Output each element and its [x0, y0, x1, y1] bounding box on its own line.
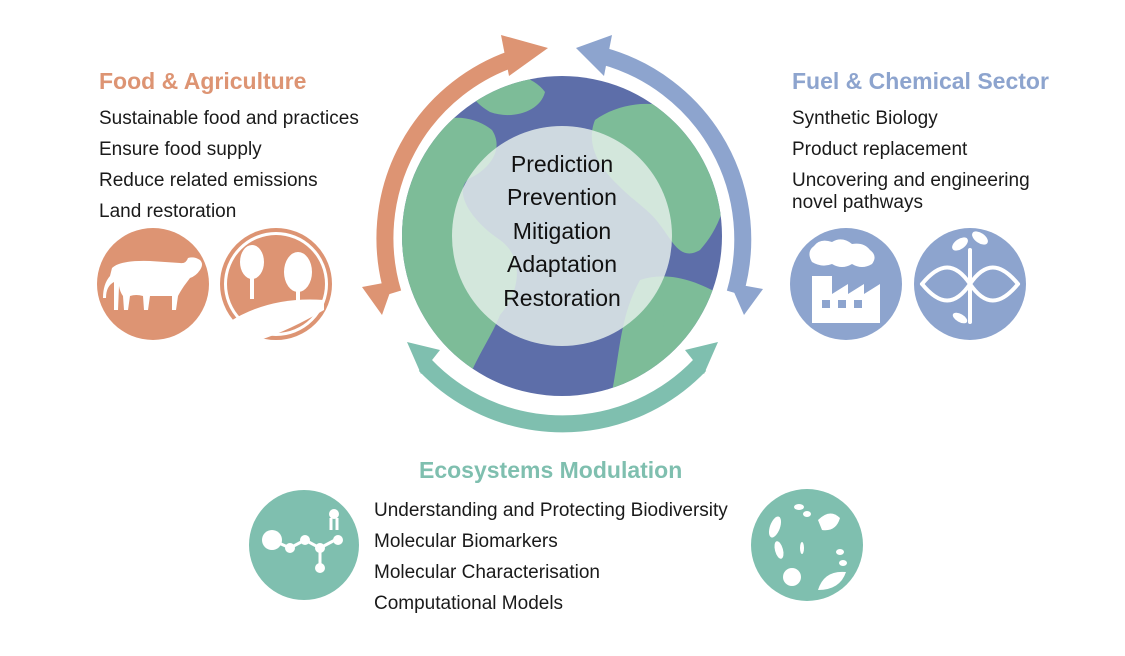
- list-item: Uncovering and engineering novel pathway…: [792, 170, 1030, 213]
- center-item-prevention: Prevention: [507, 184, 617, 211]
- list-item: Land restoration: [99, 201, 237, 222]
- list-item: Product replacement: [792, 139, 968, 160]
- molecule-icon: [249, 490, 359, 600]
- globe-center-text: Prediction Prevention Mitigation Adaptat…: [462, 148, 662, 315]
- list-item: Synthetic Biology: [792, 108, 938, 129]
- fuel-chemical-list: Synthetic Biology Product replacement Un…: [792, 108, 1067, 223]
- list-item: Understanding and Protecting Biodiversit…: [374, 500, 728, 521]
- list-item: Sustainable food and practices: [99, 108, 359, 129]
- list-item: Ensure food supply: [99, 139, 262, 160]
- cow-icon: [97, 228, 209, 340]
- list-item: Computational Models: [374, 593, 564, 614]
- cycle-arrow-food: [362, 35, 548, 315]
- center-item-prediction: Prediction: [510, 151, 614, 177]
- fuel-chemical-title: Fuel & Chemical Sector: [792, 68, 1049, 94]
- dna-plant-icon: [914, 228, 1026, 340]
- cycle-arrow-eco: [407, 342, 718, 433]
- list-item: Molecular Biomarkers: [374, 531, 558, 552]
- center-item-restoration: Restoration: [503, 284, 621, 311]
- list-item: Reduce related emissions: [99, 170, 318, 191]
- center-item-adaptation: Adaptation: [507, 251, 617, 278]
- cycle-arrow-fuel: [576, 35, 763, 315]
- trees-icon: [220, 228, 332, 340]
- ecosystems-title: Ecosystems Modulation: [419, 457, 683, 483]
- food-agriculture-title: Food & Agriculture: [99, 68, 307, 94]
- center-item-mitigation: Mitigation: [512, 217, 612, 244]
- food-agriculture-list: Sustainable food and practices Ensure fo…: [99, 108, 359, 232]
- ecosystems-list: Understanding and Protecting Biodiversit…: [374, 500, 728, 624]
- list-item: Molecular Characterisation: [374, 562, 600, 583]
- factory-icon: [790, 228, 902, 340]
- microbes-icon: [751, 489, 863, 601]
